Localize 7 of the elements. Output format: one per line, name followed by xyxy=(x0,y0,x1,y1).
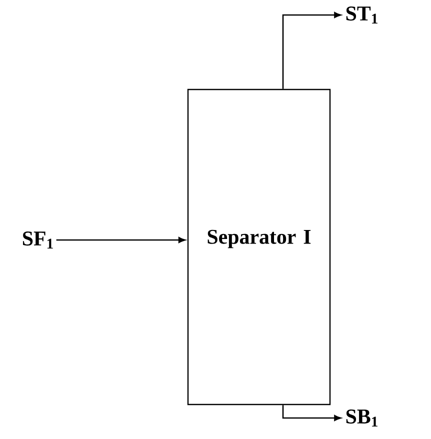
separator-box: Separator I xyxy=(187,88,331,406)
arrow xyxy=(56,237,186,243)
stream-label: SB$_{1}$ xyxy=(346,410,378,426)
arrow xyxy=(282,12,342,89)
stream-label: ST$_{1}$ xyxy=(346,6,378,24)
arrow xyxy=(282,405,342,421)
stream-label: SF$_{1}$ xyxy=(23,232,53,248)
